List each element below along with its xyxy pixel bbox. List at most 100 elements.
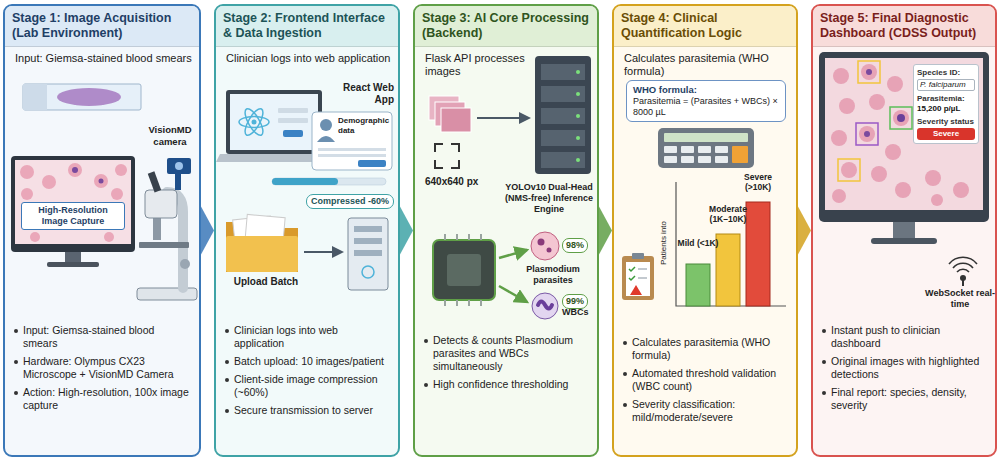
stage1-illustration-part-part xyxy=(111,188,123,200)
bullet-list: Detects & counts Plasmodium parasites an… xyxy=(423,334,589,396)
stage3-illustration-part-part xyxy=(576,92,580,96)
stage3-illustration-part-part xyxy=(576,70,580,74)
illustration-label: Plasmodium parasites xyxy=(509,264,597,286)
stage3-illustration-part-part xyxy=(576,114,580,118)
illustration-label: WBCs xyxy=(562,307,596,318)
stage-heading: Stage 2: Frontend Interface & Data Inges… xyxy=(216,6,398,47)
stage5-illustration-part-part xyxy=(931,194,943,206)
bullet-item: Hardware: Olympus CX23 Microscope + Visi… xyxy=(13,355,191,381)
stage5-illustration-part-part xyxy=(893,110,909,126)
stage4-illustration-part-part xyxy=(698,156,711,163)
flow-arrow xyxy=(201,207,214,255)
stage1-illustration-part xyxy=(72,167,78,173)
stage5-illustration-part xyxy=(856,123,878,145)
stage2-illustration-part xyxy=(272,178,386,185)
formula-box-text: Parasitemia = (Parasites + WBCs) × 8000 … xyxy=(633,96,779,118)
bullet-item: Batch upload: 10 images/patient xyxy=(224,355,390,368)
stage1-illustration-part xyxy=(175,162,183,170)
stage2-illustration-part xyxy=(239,106,269,137)
stage4-illustration-part-part xyxy=(715,156,728,163)
stage5-illustration-part-part xyxy=(831,130,847,146)
stage3-illustration-part xyxy=(445,234,481,306)
illustration-label: Compressed -60% xyxy=(306,194,394,209)
bullet-list: Input: Giemsa-stained blood smearsHardwa… xyxy=(13,324,191,417)
flow-arrow-head xyxy=(201,207,214,255)
stage-caption: Input: Giemsa-stained blood smears xyxy=(15,52,197,65)
stage4-illustration-part xyxy=(716,234,740,306)
bullet-item: Instant push to clinician dashboard xyxy=(821,324,987,350)
stage4-illustration-part xyxy=(626,262,650,296)
result-panel-text: Species ID: xyxy=(917,68,975,78)
stage2-illustration-part xyxy=(358,160,386,167)
stage4-illustration-part xyxy=(746,202,770,306)
stage2-illustration-part xyxy=(354,250,382,256)
stage4-illustration-part xyxy=(638,269,647,278)
illustration-label: 98% xyxy=(562,238,588,253)
stage4-illustration-part-part xyxy=(681,156,694,163)
stage2-illustration-part xyxy=(283,130,303,137)
stage3-illustration-part xyxy=(576,70,580,162)
stage1-illustration-part xyxy=(11,156,135,252)
stage5-illustration-part xyxy=(858,61,880,83)
stage5-illustration-part xyxy=(890,107,912,129)
stage2-illustration-part xyxy=(354,238,382,244)
text-slot: Demographic data xyxy=(338,116,392,136)
stage3-illustration-part-part xyxy=(541,108,585,124)
text-slot: Severe (>10K) xyxy=(736,172,780,192)
stage3-illustration-part xyxy=(547,248,552,253)
stage5-illustration-part xyxy=(871,238,937,244)
bullet-item: Detects & counts Plasmodium parasites an… xyxy=(423,334,589,373)
stage-heading: Stage 1: Image Acquisition (Lab Environm… xyxy=(5,6,199,47)
text-slot: YOLOv10 Dual-Head (NMS-free) Inference E… xyxy=(503,182,595,215)
stage4-illustration-part xyxy=(686,264,710,306)
bullet-item: Severity classification: mild/moderate/s… xyxy=(622,398,788,424)
stage-caption: Clinician logs into web application xyxy=(226,52,392,65)
stage5-illustration-part xyxy=(866,69,872,75)
stage2-illustration-part-part xyxy=(239,117,269,128)
illustration-label: YOLOv10 Dual-Head (NMS-free) Inference E… xyxy=(503,182,595,215)
stage2-illustration-part xyxy=(278,118,308,123)
bullet-list: Instant push to clinician dashboardOrigi… xyxy=(821,324,987,417)
flow-arrow xyxy=(400,207,413,255)
stage1-illustration-part xyxy=(65,252,81,262)
stage5-illustration-part xyxy=(893,222,915,238)
stage5-illustration-part-part xyxy=(871,166,887,182)
stage1-illustration-part xyxy=(15,160,131,244)
text-slot: Input: Giemsa-stained blood smears xyxy=(15,52,197,65)
text-slot: Clinician logs into web application xyxy=(226,52,392,65)
stage4-illustration-part xyxy=(732,146,748,163)
bullet-item: Secure transmission to server xyxy=(224,404,390,417)
bullet-item: High confidence thresholding xyxy=(423,378,589,391)
text-slot: 640x640 px xyxy=(425,176,497,188)
stage2-illustration-part xyxy=(348,218,388,290)
stage1-illustration-part-part xyxy=(21,188,33,200)
stage1-illustration-part xyxy=(57,88,121,106)
stage2-illustration-part xyxy=(320,119,332,131)
stage4-illustration-part-part xyxy=(715,146,728,153)
stage2-illustration-part xyxy=(278,108,308,113)
stage3-illustration-part xyxy=(538,302,552,309)
stage4-illustration-part-part xyxy=(664,156,677,163)
stage3-illustration-part xyxy=(535,56,591,174)
axis-label: Patients into xyxy=(659,213,669,273)
stage5-illustration-part xyxy=(825,58,983,210)
stage2-illustration-part xyxy=(318,148,386,151)
illustration-label: Mild (<1K) xyxy=(676,238,720,248)
stage1-illustration-part xyxy=(175,172,181,190)
illustration-label: WebSocket real-time xyxy=(925,288,995,310)
stage2-illustration-part xyxy=(354,226,382,232)
flow-arrow-head xyxy=(400,207,413,255)
stage1-illustration-part xyxy=(139,242,189,248)
stage2-illustration-part xyxy=(230,94,318,150)
illustration-label: 640x640 px xyxy=(425,176,497,188)
text-slot: Calculates parasitemia (WHO formula) xyxy=(624,52,794,78)
stage5-illustration-part xyxy=(838,159,860,181)
formula-box-text: WHO formula: xyxy=(633,84,779,96)
illustration-label: Moderate (1K–10K) xyxy=(705,204,751,224)
stage1-illustration-part xyxy=(167,158,191,174)
stage1-illustration-part-part xyxy=(68,163,82,177)
flow-arrow-head xyxy=(599,207,612,255)
stage1-illustration-part-part xyxy=(20,165,34,179)
stage3-illustration-part-part xyxy=(576,158,580,162)
stage3-illustration-part xyxy=(447,254,481,286)
